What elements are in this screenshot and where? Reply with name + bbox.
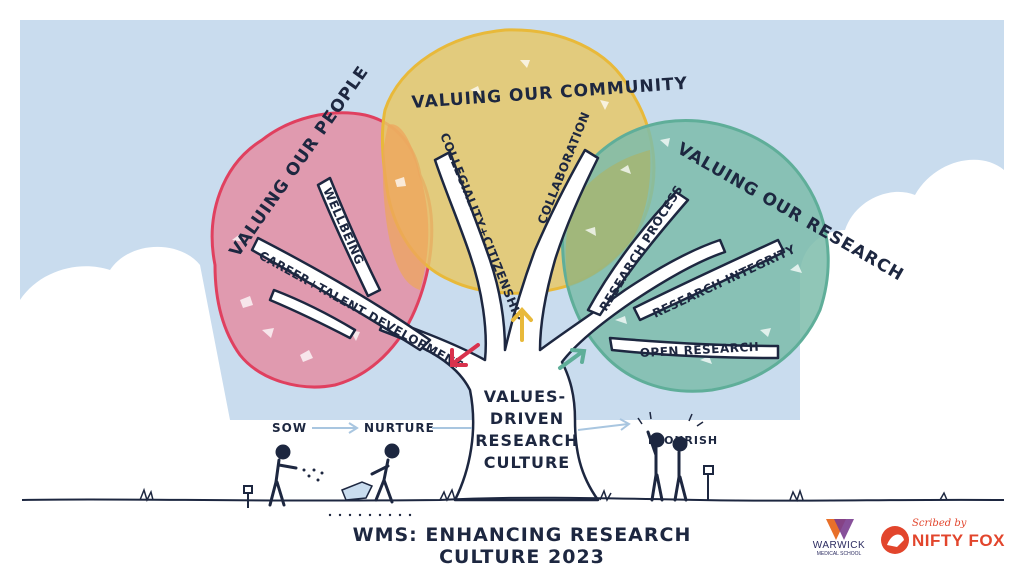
fox-logo-mark — [881, 526, 909, 554]
figure-pair — [646, 430, 688, 502]
seed-dots — [302, 468, 324, 482]
figure-gardener — [370, 443, 400, 504]
stage-nurture: NURTURE — [364, 421, 435, 435]
watering-can — [341, 481, 374, 501]
overlap-people-community — [382, 124, 429, 290]
scribed-by-text: Scribed by — [912, 518, 967, 529]
arrow-to-community — [511, 307, 533, 342]
trunk-line-3: RESEARCH — [475, 431, 579, 450]
warwick-logo-mark — [826, 519, 854, 540]
branch-open-research — [608, 336, 780, 360]
trunk-line-1: VALUES- — [484, 387, 566, 406]
stage-arrow-trunk-flourish — [577, 418, 631, 431]
nifty-fox-name: NIFTY FOX — [912, 531, 1005, 550]
stage-sow: SOW — [272, 421, 307, 435]
warwick-sub: MEDICAL SCHOOL — [816, 551, 862, 557]
cloud-right — [800, 159, 1004, 420]
trunk — [378, 148, 727, 502]
branch-small-left — [268, 288, 357, 340]
tree-trunk-group — [378, 148, 727, 502]
branch-research-process — [586, 190, 690, 317]
garden-sign-right — [703, 465, 714, 500]
stage-arrow-sow-nurture — [312, 422, 359, 434]
ground-line — [21, 496, 1005, 502]
warwick-logo: WARWICK MEDICAL SCHOOL — [808, 516, 870, 557]
cloud-left — [20, 246, 230, 420]
trunk-line-4: CULTURE — [484, 453, 570, 472]
branch-wellbeing — [316, 176, 382, 298]
arrow-to-research — [558, 348, 587, 370]
flourish-sparkles — [637, 411, 704, 427]
overlap-community-research — [565, 150, 651, 286]
warwick-name: WARWICK — [812, 540, 866, 551]
branches — [250, 176, 786, 360]
footer-title: WMS: ENHANCING RESEARCH CULTURE 2023 — [352, 524, 692, 568]
arrow-to-people — [450, 343, 480, 367]
branch-career — [250, 236, 432, 352]
grass-tufts — [139, 487, 948, 503]
leaf-speckles — [232, 60, 802, 364]
branch-label-open-research: OPEN RESEARCH — [639, 340, 759, 360]
soil-dots — [328, 513, 412, 517]
trunk-line-2: DRIVEN — [490, 409, 564, 428]
nifty-fox-logo: Scribed by NIFTY FOX — [878, 518, 1018, 558]
branch-research-integrity — [632, 238, 786, 322]
